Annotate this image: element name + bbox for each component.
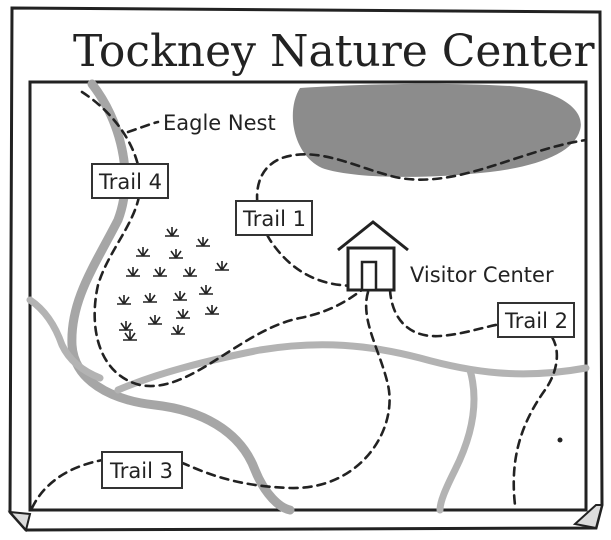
visitor-center-icon <box>337 220 409 292</box>
grass-tuft <box>117 295 131 305</box>
trail-4-label: Trail 4 <box>98 170 162 194</box>
meadow-grass <box>117 227 229 341</box>
trail-3-label: Trail 3 <box>109 459 173 483</box>
trail-2-sign: Trail 2 <box>497 302 575 338</box>
grass-tuft <box>123 331 137 341</box>
trail-2-label: Trail 2 <box>504 309 568 333</box>
trail-3-sign: Trail 3 <box>101 451 183 489</box>
grass-tuft <box>126 267 140 277</box>
grass-tuft <box>143 293 157 303</box>
trail-1-sign: Trail 1 <box>235 200 313 236</box>
grass-tuft <box>199 285 213 295</box>
map-title: Tockney Nature Center <box>73 26 596 77</box>
grass-tuft <box>215 261 229 271</box>
grass-tuft <box>176 309 190 319</box>
trail-4-sign: Trail 4 <box>91 163 169 199</box>
label-visitor-center: Visitor Center <box>410 263 554 287</box>
grass-tuft <box>183 267 197 277</box>
grass-tuft <box>169 249 183 259</box>
map-dot <box>557 437 563 443</box>
grass-tuft <box>119 321 133 331</box>
grass-tuft <box>165 227 179 237</box>
lake <box>292 83 581 177</box>
grass-tuft <box>173 291 187 301</box>
grass-tuft <box>148 315 162 325</box>
grass-tuft <box>196 237 210 247</box>
grass-tuft <box>136 247 150 257</box>
grass-tuft <box>171 325 185 335</box>
label-eagle-nest: Eagle Nest <box>163 111 276 135</box>
grass-tuft <box>205 305 219 315</box>
grass-tuft <box>153 267 167 277</box>
trail-1-label: Trail 1 <box>242 207 306 231</box>
